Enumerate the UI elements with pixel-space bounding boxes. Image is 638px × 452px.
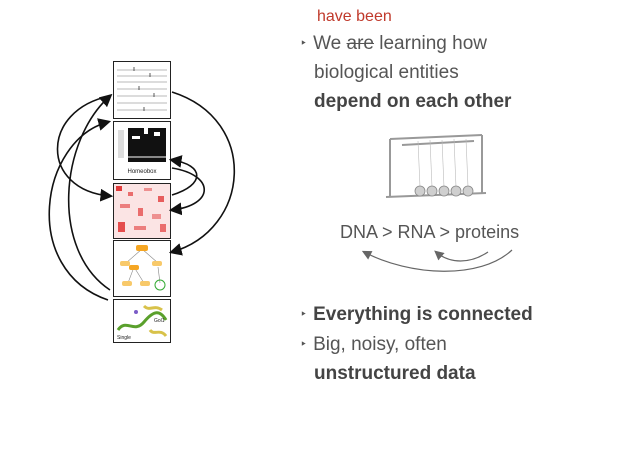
homeobox-matrix-thumbnail: Homeobox <box>113 121 171 180</box>
protein-structure-thumbnail: Single Gol1 <box>113 299 171 343</box>
bullet-icon: ‣ <box>300 307 308 321</box>
network-diagram <box>120 245 166 291</box>
network-diagram-thumbnail <box>113 240 171 297</box>
bullet-icon: ‣ <box>300 337 308 351</box>
trace-plot <box>117 67 167 111</box>
heatmap-thumbnail <box>113 183 171 239</box>
bullet-line-1-emphasis: depend on each other <box>314 91 512 112</box>
bullet-line-2: ‣Everything is connected <box>300 304 533 325</box>
trace-plot-thumbnail <box>113 61 171 119</box>
connection-arrows <box>48 91 236 301</box>
heatmap <box>114 184 170 238</box>
inserted-edit-text: have been <box>317 8 392 25</box>
binary-matrix <box>118 128 166 162</box>
bullet-line-1: ‣We are learning how <box>300 33 488 54</box>
thumbnail-label: Homeobox <box>127 169 157 175</box>
feedback-arrows <box>361 249 513 272</box>
newtons-cradle-image <box>385 134 487 198</box>
struck-word: are <box>346 33 374 54</box>
structure-label-left: Single <box>117 335 131 341</box>
bullet-line-3: ‣Big, noisy, often <box>300 334 447 355</box>
central-dogma-text: DNA > RNA > proteins <box>340 222 520 242</box>
bullet-line-3-emphasis: unstructured data <box>314 363 476 384</box>
protein-structure: Single Gol1 <box>116 304 168 341</box>
bullet-icon: ‣ <box>300 36 308 50</box>
structure-label-right: Gol1 <box>154 318 165 324</box>
bullet-line-1-cont: biological entities <box>314 62 459 83</box>
